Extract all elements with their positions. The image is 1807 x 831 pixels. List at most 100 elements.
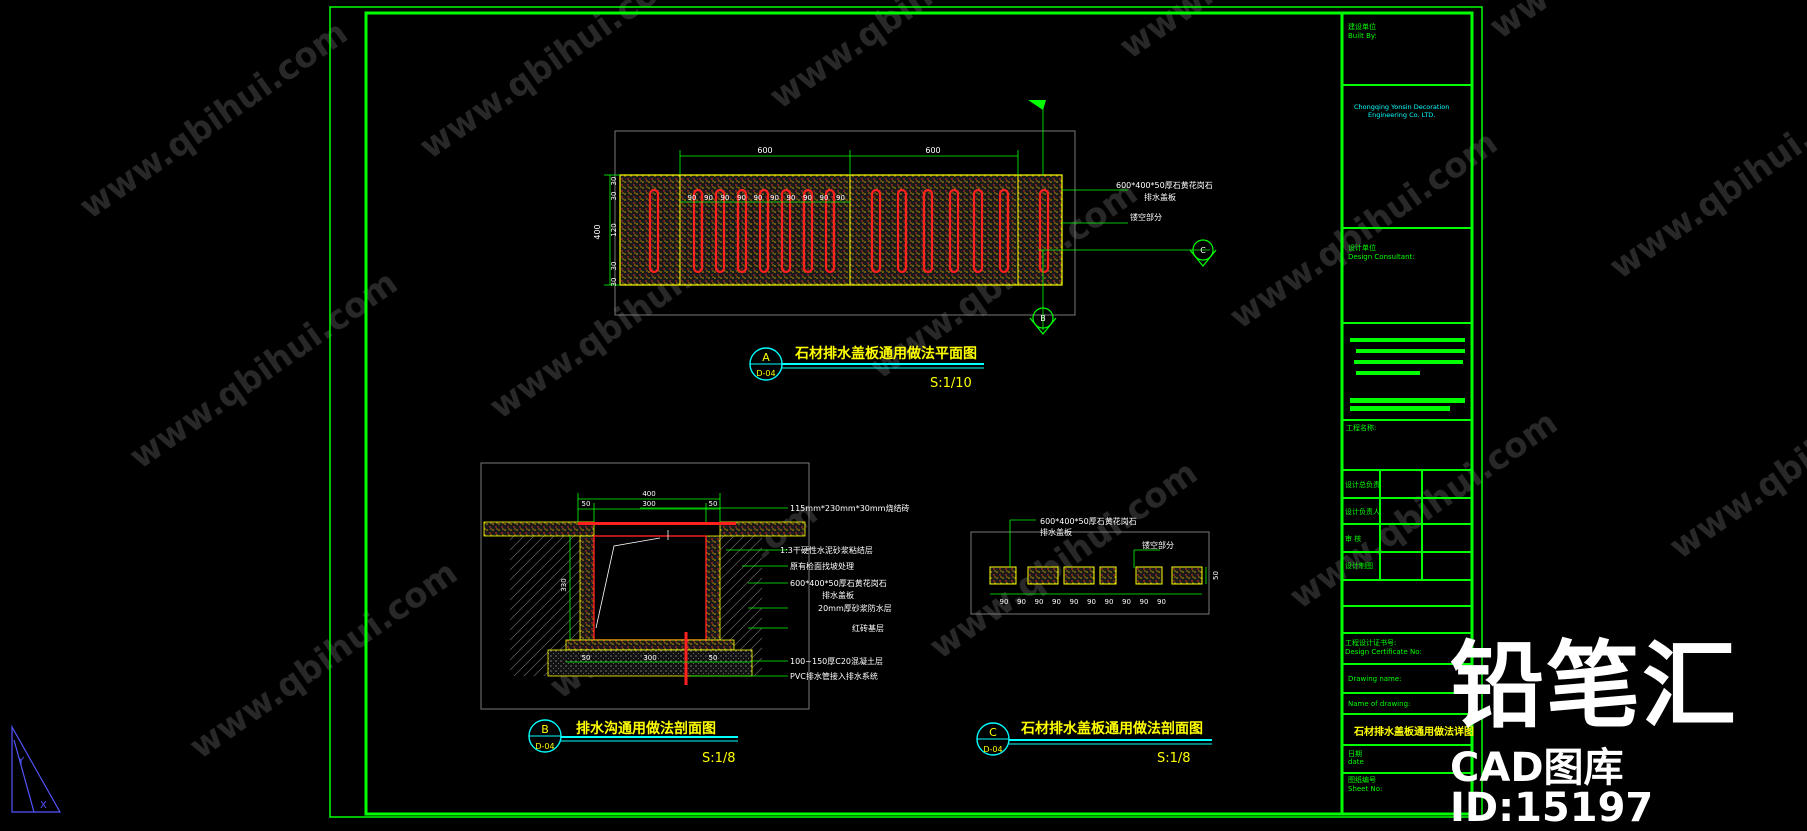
secc-dim: 90 <box>1070 598 1079 606</box>
plan-small-dim: 90 <box>803 194 812 202</box>
plan-slot <box>802 188 814 274</box>
svg-text:Y: Y <box>17 756 25 767</box>
secc-dim: 90 <box>1087 598 1096 606</box>
plan-title-block: A D-04 石材排水盖板通用做法平面图 S:1/10 <box>749 345 984 391</box>
secc-label-cover: 排水盖板 <box>1040 527 1072 537</box>
watermark-text: www.qbihui.com <box>922 453 1205 668</box>
project-label: 工程名称: <box>1346 423 1376 432</box>
plan-bubble-letter: A <box>762 351 770 364</box>
plan-title: 石材排水盖板通用做法平面图 <box>794 345 977 362</box>
plan-dim-600-a: 600 <box>757 146 772 155</box>
secc-title-block: C D-04 石材排水盖板通用做法剖面图 S:1/8 <box>976 720 1212 766</box>
consultant-cn: 设计单位 <box>1348 243 1376 252</box>
secb-scale: S:1/8 <box>702 751 736 766</box>
secb-label-mortar: 1:3干硬性水泥砂浆粘结层 <box>780 545 873 555</box>
svg-text:C: C <box>1200 246 1206 255</box>
built-by-cn: 建设单位 <box>1348 22 1376 31</box>
company-line2: Engineering Co. LTD. <box>1368 111 1435 119</box>
tb-row-2: 设计负责人 <box>1345 507 1380 516</box>
secb-dim-bot-50a: 50 <box>582 654 591 662</box>
section-c-viewport <box>970 531 1210 615</box>
secc-block <box>1171 566 1203 585</box>
section-c-blocks <box>989 566 1203 585</box>
secb-dim-side: 330 <box>560 578 568 591</box>
channel-base <box>565 639 735 651</box>
plan-slot <box>870 188 882 274</box>
secb-dim-300: 300 <box>642 500 655 508</box>
plan-slot <box>948 188 960 274</box>
secb-label-redbrick: 红砖基层 <box>852 623 884 633</box>
plan-slot <box>736 188 748 274</box>
secb-dim-400: 400 <box>642 490 655 498</box>
surface-right <box>719 521 806 537</box>
secc-block <box>1099 566 1117 585</box>
secb-label-waterproof: 20mm厚砂浆防水层 <box>818 603 892 613</box>
svg-text:X: X <box>40 800 47 811</box>
inner-frame <box>364 11 1474 816</box>
secc-block <box>1027 566 1059 585</box>
secb-title: 排水沟通用做法剖面图 <box>576 720 716 737</box>
plan-slot <box>1038 188 1050 274</box>
watermark-text: www.qbihui.com <box>1222 123 1505 338</box>
drawing-name-en: Drawing name: <box>1348 675 1402 683</box>
wall-right <box>705 535 721 641</box>
secb-label-cover: 排水盖板 <box>822 590 854 600</box>
secb-title-block: B D-04 排水沟通用做法剖面图 S:1/8 <box>528 719 738 766</box>
plan-dim-600-b: 600 <box>925 146 940 155</box>
secc-block <box>1135 566 1163 585</box>
watermark-text: www.qbihui.com <box>412 0 695 167</box>
plan-left-dim: 30 <box>610 177 618 186</box>
plan-slots <box>648 188 1050 274</box>
secc-dim: 90 <box>1052 598 1061 606</box>
concrete-base <box>547 649 753 677</box>
secc-bubble-letter: C <box>989 726 997 739</box>
plan-slab <box>619 174 1063 286</box>
title-block <box>1342 84 1472 774</box>
secb-dim-50b: 50 <box>709 500 718 508</box>
plan-label-cover: 排水盖板 <box>1144 192 1176 202</box>
cert-en: Design Certificate No: <box>1345 648 1422 656</box>
secc-dim: 90 <box>1000 598 1009 606</box>
plan-slot <box>692 188 704 274</box>
cover-line <box>578 522 736 525</box>
svg-text:B: B <box>1040 314 1046 323</box>
watermark-text: www.qbihui.com <box>72 13 355 228</box>
plan-slot <box>648 188 660 274</box>
secc-label-stone: 600*400*50厚石黄花岗石 <box>1040 516 1137 526</box>
flag-marker <box>1028 100 1046 110</box>
secc-dim-side: 50 <box>1212 571 1220 580</box>
plan-slot <box>998 188 1010 274</box>
plan-left-dim: 120 <box>610 223 618 236</box>
plan-small-dim: 90 <box>770 194 779 202</box>
secc-title: 石材排水盖板通用做法剖面图 <box>1020 720 1203 737</box>
cert-cn: 工程设计证书号: <box>1345 638 1396 647</box>
secb-bubble-letter: B <box>541 723 549 736</box>
secb-label-slope: 原有检面找坡处理 <box>790 561 854 571</box>
company-line1: Chongqing Yonsin Decoration <box>1354 103 1449 111</box>
plan-small-dim: 90 <box>688 194 697 202</box>
consultant-en: Design Consultant: <box>1348 253 1415 261</box>
plan-left-dim: 30 <box>610 192 618 201</box>
secb-bubble-ref: D-04 <box>535 742 554 751</box>
plan-small-dim: 90 <box>737 194 746 202</box>
plan-label-hollow: 镂空部分 <box>1130 212 1162 222</box>
watermark-text: www.qbihui.com <box>1282 403 1565 618</box>
watermark-text: www.qbihui.com <box>1662 353 1807 568</box>
section-b: 400 50 300 50 330 50 300 50 115mm*230mm*… <box>480 462 909 766</box>
watermark-text: www.qbihui.com <box>122 263 405 478</box>
plan-left-dim: 30 <box>610 262 618 271</box>
slope-line <box>595 537 661 629</box>
channel-inner <box>593 535 707 641</box>
plan-small-dim: 90 <box>820 194 829 202</box>
secb-dim-50a: 50 <box>582 500 591 508</box>
date-cn: 日期 <box>1348 750 1362 758</box>
section-b-viewport <box>480 462 810 710</box>
watermark-cad-id: CAD图库ID:15197 <box>1450 745 1654 831</box>
plan-small-dim: 90 <box>754 194 763 202</box>
name-of-drawing: Name of drawing: <box>1348 700 1410 708</box>
